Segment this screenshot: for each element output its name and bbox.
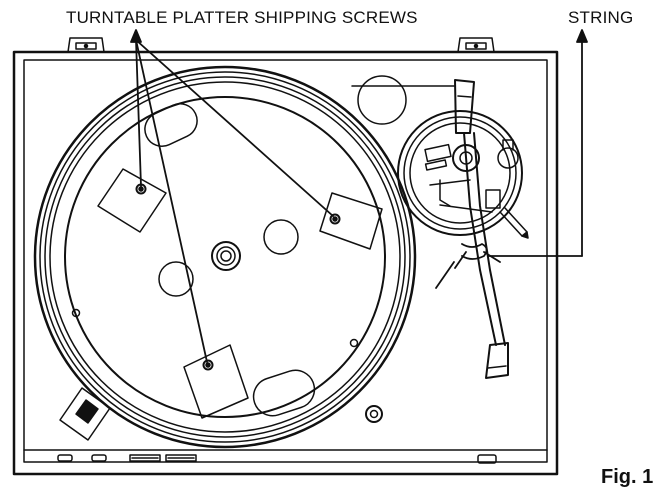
platter-hole-1 xyxy=(263,219,299,255)
corner-strobe-block xyxy=(59,387,111,441)
spindle xyxy=(211,241,241,271)
shipping-screw-plate-right xyxy=(319,192,383,250)
chassis-inner xyxy=(23,59,548,463)
figure-caption: Fig. 1 xyxy=(601,466,654,488)
right-hinge-bracket xyxy=(457,37,495,53)
arm-lift-lever xyxy=(499,207,529,239)
arm-rest-disc xyxy=(357,75,407,125)
platter-hole-4 xyxy=(349,338,359,348)
platter-ring-4 xyxy=(49,81,401,433)
platter-ring-2 xyxy=(39,71,411,443)
tonearm-base xyxy=(397,110,523,236)
string-leader-line xyxy=(487,29,588,257)
platter-outer-ring xyxy=(33,65,417,449)
tonearm xyxy=(454,79,509,379)
platter-inner-ring xyxy=(64,96,386,418)
string-label: STRING xyxy=(568,8,634,27)
platter-slot-bottom xyxy=(252,369,316,417)
platter-ring-3 xyxy=(44,76,406,438)
platter-slot-top xyxy=(144,103,198,147)
pitch-knob xyxy=(365,405,383,423)
chassis-outer xyxy=(12,50,559,476)
platter-hole-3 xyxy=(71,308,81,318)
string-tie xyxy=(435,243,501,289)
left-hinge-bracket xyxy=(67,37,105,53)
platter-hole-2 xyxy=(158,261,194,297)
shipping-screw-plate-bottom xyxy=(183,344,249,419)
shipping-screws-label: TURNTABLE PLATTER SHIPPING SCREWS xyxy=(66,8,418,27)
screw-leader-lines xyxy=(130,29,334,363)
shipping-screw-plate-left xyxy=(97,168,167,233)
front-panel-controls xyxy=(57,454,497,464)
